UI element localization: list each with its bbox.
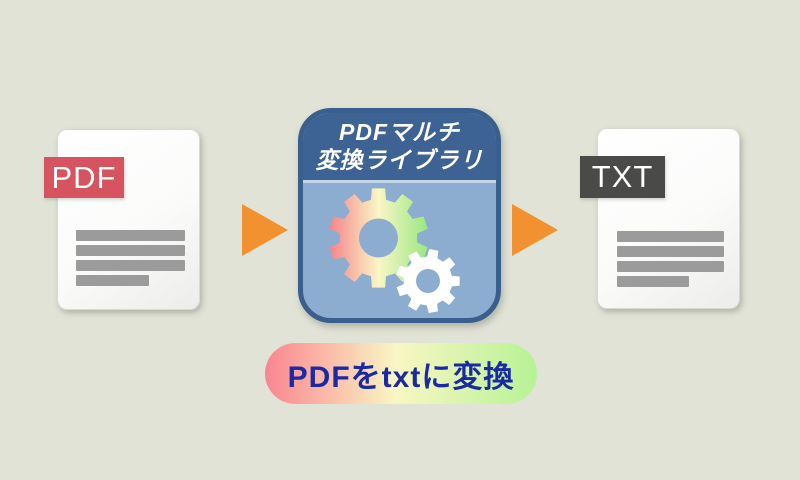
pdf-badge: PDF <box>44 157 124 198</box>
txt-badge-label: TXT <box>591 159 654 194</box>
pdf-document-icon: PDF <box>44 129 200 310</box>
converter-title-line2: 変換ライブラリ <box>315 147 484 173</box>
txt-document-icon: TXT <box>580 128 740 309</box>
text-line <box>617 276 689 287</box>
converter-title-bar: PDFマルチ 変換ライブラリ <box>303 113 496 183</box>
caption-pill: PDFをtxtに変換 <box>265 343 537 404</box>
text-line <box>617 231 724 242</box>
large-gear-icon <box>329 188 428 288</box>
gears-icon <box>329 188 460 313</box>
converter-app-icon: PDFマルチ 変換ライブラリ <box>298 108 501 323</box>
text-line <box>76 275 149 286</box>
arrow-right-icon <box>512 204 558 256</box>
text-line <box>617 261 724 272</box>
text-line <box>76 260 185 271</box>
document-text-lines <box>76 230 185 290</box>
small-gear-icon <box>396 249 460 313</box>
document-text-lines <box>617 231 724 291</box>
txt-badge: TXT <box>580 156 665 198</box>
pdf-badge-label: PDF <box>51 159 117 195</box>
arrow-right-icon <box>242 204 288 256</box>
caption-label: PDFをtxtに変換 <box>287 360 515 394</box>
text-line <box>76 245 185 256</box>
converter-title-line1: PDFマルチ <box>339 119 460 145</box>
text-line <box>76 230 185 241</box>
text-line <box>617 246 724 257</box>
